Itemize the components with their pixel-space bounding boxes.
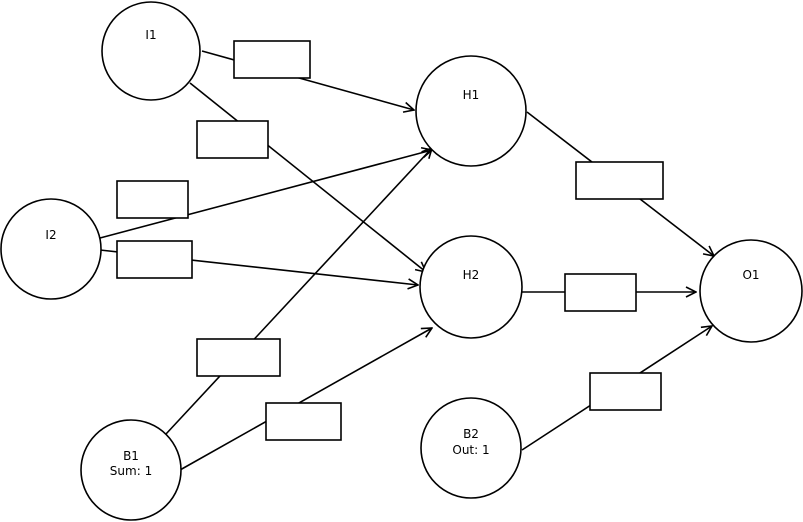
node-value: Sum: 1 <box>110 464 152 478</box>
edge-b1-h1 <box>165 148 432 435</box>
weight-box-h1-o1 <box>575 161 664 200</box>
weight-box-b1-h1 <box>196 338 281 377</box>
node-o1: O1 <box>699 239 803 343</box>
weight-box-i2-h2 <box>116 240 193 279</box>
edge-i2-h1 <box>99 150 432 239</box>
node-value: Out: 1 <box>452 443 489 457</box>
weight-box-i1-h2 <box>196 120 269 159</box>
weight-boxes <box>116 40 664 441</box>
node-h1: H1 <box>415 55 527 167</box>
node-i1: I1 <box>101 1 201 101</box>
node-label: H1 <box>463 88 480 102</box>
weight-box-i2-h1 <box>116 180 189 219</box>
weight-box-b1-h2 <box>265 402 342 441</box>
node-label: B2 <box>463 427 479 441</box>
node-label: H2 <box>463 268 480 282</box>
node-label: I1 <box>145 28 156 42</box>
edge-b1-h2 <box>179 328 432 471</box>
weight-box-h2-o1 <box>564 273 637 312</box>
node-label: B1 <box>123 449 139 463</box>
edge-i1-h2 <box>189 82 426 272</box>
weight-box-i1-h1 <box>233 40 311 79</box>
node-b1: B1 Sum: 1 <box>80 419 182 521</box>
weight-box-b2-o1 <box>589 372 662 411</box>
node-label: I2 <box>45 228 56 242</box>
node-label: O1 <box>742 268 759 282</box>
node-i2: I2 <box>0 198 102 300</box>
node-b2: B2 Out: 1 <box>420 397 522 499</box>
node-h2: H2 <box>419 235 523 339</box>
